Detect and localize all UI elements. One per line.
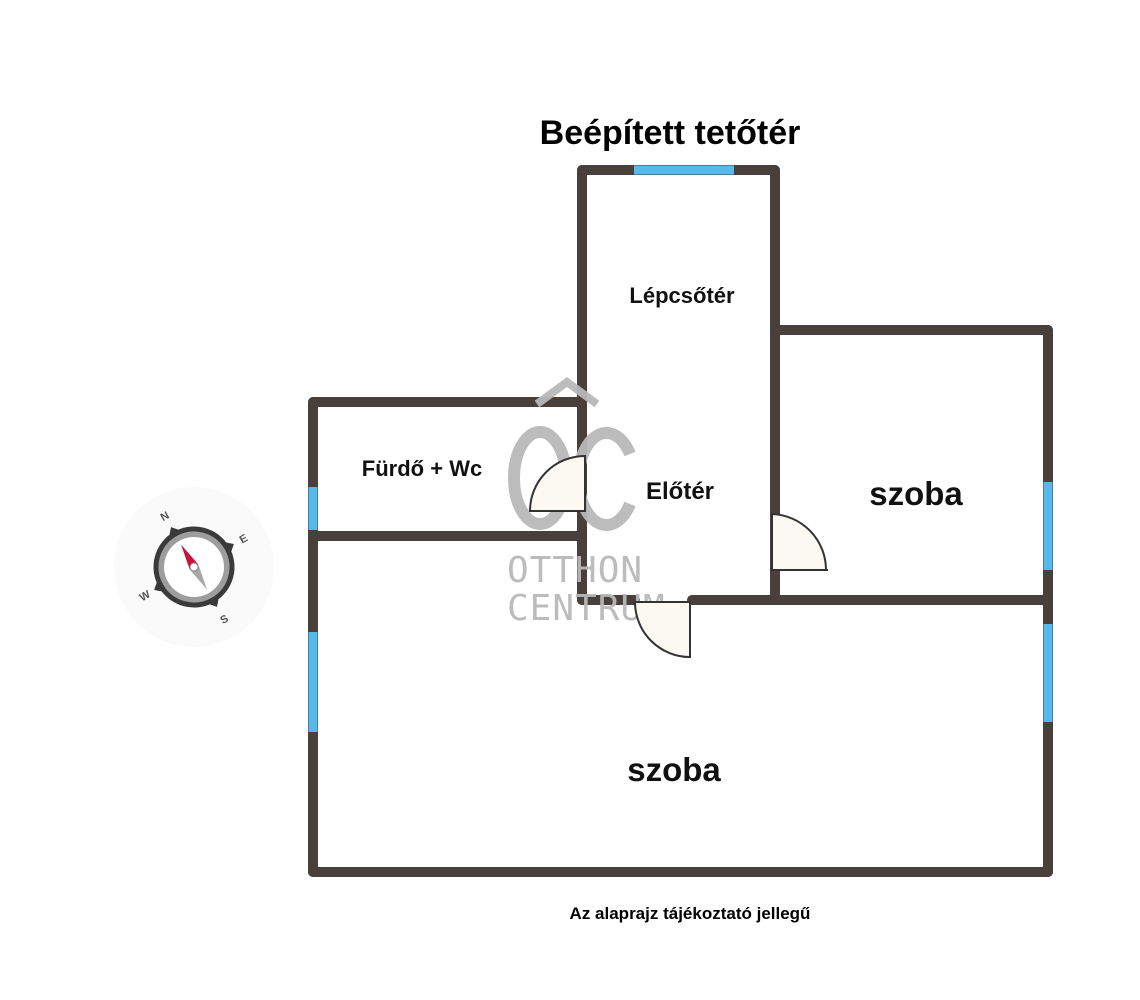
door-hall [633, 601, 691, 659]
room-label-bathroom: Fürdő + Wc [361, 456, 483, 481]
room-label-stairs: Lépcsőtér [629, 283, 735, 308]
door-bath [528, 454, 586, 512]
compass: N E S W [114, 487, 274, 647]
room-label-right: szoba [869, 475, 963, 512]
room-label-hall: Előtér [645, 478, 715, 505]
door-right-room [771, 512, 828, 571]
doors [528, 454, 828, 659]
room-label-large: szoba [627, 751, 721, 788]
windows [308, 165, 1053, 732]
plan-note: Az alaprajz tájékoztató jellegű [569, 904, 811, 923]
watermark-line1: OTTHON [507, 550, 643, 591]
plan-title: Beépített tetőtér [539, 114, 801, 152]
